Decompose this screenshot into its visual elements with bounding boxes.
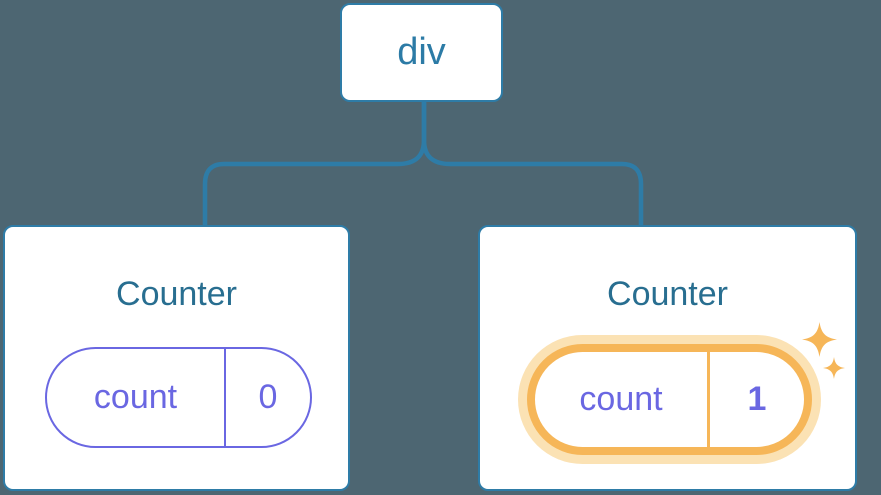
state-key: count — [579, 380, 663, 418]
connector-right-branch — [421, 102, 644, 227]
connector-left-branch — [202, 102, 427, 227]
component-title: Counter — [116, 275, 237, 313]
root-node-label: div — [397, 31, 446, 73]
counter-card-left: Counter count 0 — [3, 225, 350, 491]
sparkle-icon — [823, 357, 845, 379]
state-pill: count 0 — [45, 347, 312, 448]
component-title: Counter — [607, 275, 728, 313]
sparkle-icon — [802, 322, 837, 357]
state-value: 0 — [258, 378, 278, 416]
state-key: count — [93, 378, 178, 416]
state-value: 1 — [747, 380, 767, 418]
pill-divider — [707, 352, 710, 447]
pill-divider — [224, 349, 226, 446]
root-node-div: div — [340, 3, 503, 102]
state-pill-highlighted: count 1 — [527, 344, 812, 455]
counter-card-right: Counter count 1 — [478, 225, 857, 491]
